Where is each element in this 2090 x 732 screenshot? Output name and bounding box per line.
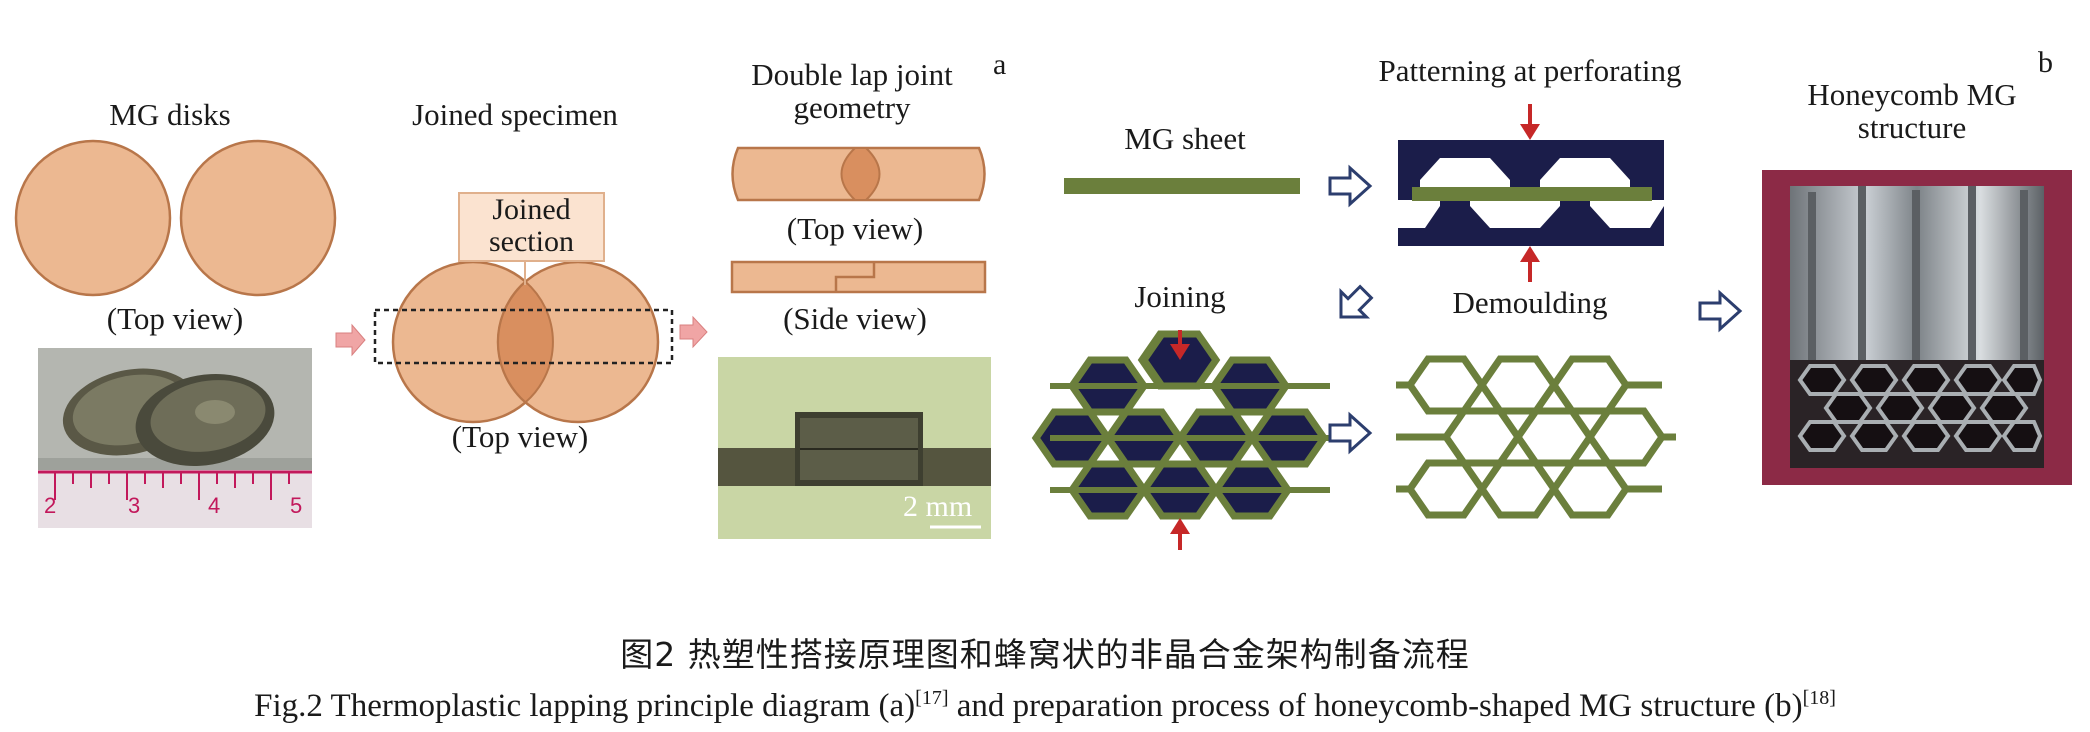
ruler-number: 2 [44,493,57,518]
process-arrow-1 [335,323,366,357]
scale-bar-label: 2 mm [903,490,973,523]
joined-specimen-title: Joined specimen [412,97,618,132]
caption-english-main: Fig.2 Thermoplastic lapping principle di… [254,688,916,724]
caption-chinese: 图2 热塑性搭接原理图和蜂窝状的非晶合金架构制备流程 [620,635,1470,674]
outline-arrow-right-1 [1328,164,1373,208]
lap-joint-side-view [730,260,987,294]
press-arrow-top [1520,104,1540,140]
panel-a-letter: a [993,48,1007,81]
joined-section-label: Joined section [489,193,574,259]
mg-sheet-bar [1064,178,1300,194]
patterning-label: Patterning at perforating [1378,53,1682,88]
demoulded-honeycomb [1396,355,1676,519]
joined-specimen-disks [373,260,674,424]
outline-arrow-right-2 [1328,411,1373,455]
joining-label: Joining [1134,279,1226,314]
top-view-label-3: (Top view) [786,211,924,246]
press-arrow-bottom [1520,246,1540,282]
caption-english-mid: and preparation process of honeycomb-sha… [948,688,1803,724]
honeycomb-mg-photo [1762,170,2072,485]
caption-english: Fig.2 Thermoplastic lapping principle di… [0,688,2090,725]
ruler-number: 4 [208,493,221,518]
joining-press-arrow-top [1170,330,1190,360]
joining-sheet-lines [1050,383,1330,493]
mg-sheet-label: MG sheet [1124,121,1246,156]
joining-press-arrow-bottom [1170,518,1190,550]
lap-joint-micrograph [718,357,991,539]
joined-section-callout-box [458,192,605,285]
double-lap-joint-title: Double lap joint geometry [751,57,953,126]
lap-joint-top-view [731,146,986,202]
ruler-number: 3 [128,493,141,518]
top-view-label-1: (Top view) [106,301,244,336]
demoulding-label: Demoulding [1452,285,1608,320]
outline-arrow-diagonal [1339,284,1374,319]
process-arrow-2 [679,315,708,349]
honeycomb-mg-title: Honeycomb MG structure [1807,77,2017,146]
side-view-label: (Side view) [783,301,927,336]
patterning-mould [1398,140,1664,246]
mg-disk-photo [38,348,312,528]
top-view-label-2: (Top view) [451,419,589,454]
ruler-number: 5 [290,493,303,518]
outline-arrow-right-3 [1698,289,1743,333]
caption-ref-a: [17] [915,687,949,709]
mg-disks-title: MG disks [109,97,231,132]
caption-ref-b: [18] [1802,687,1836,709]
mg-disk-pair [14,139,337,297]
panel-b-letter: b [2038,46,2053,79]
